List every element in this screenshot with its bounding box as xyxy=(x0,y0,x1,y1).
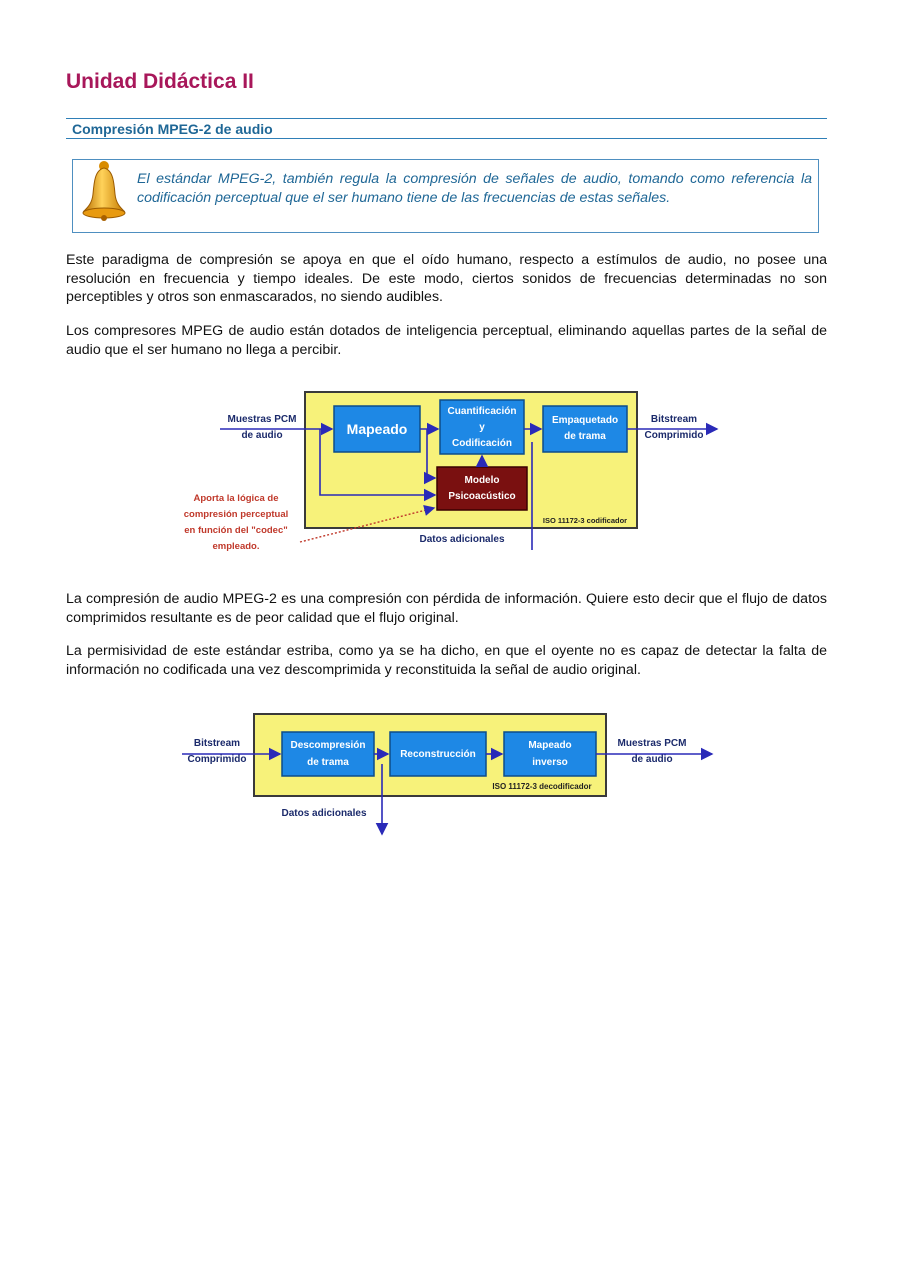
enc-input-2: de audio xyxy=(241,430,282,441)
desc-label-1: Descompresión xyxy=(290,740,365,751)
encoder-diagram: Mapeado Cuantificación y Codificación Em… xyxy=(172,382,722,560)
section-header: Compresión MPEG-2 de audio xyxy=(66,118,827,139)
enc-output-1: Bitstream xyxy=(651,414,697,425)
decoder-diagram: Descompresión de trama Reconstrucción Ma… xyxy=(172,702,722,842)
note-line-1: Aporta la lógica de xyxy=(194,493,279,504)
iso-label: ISO 11172-3 codificador xyxy=(543,516,627,525)
cuant-label-1: Cuantificación xyxy=(448,406,517,417)
mapinv-label-1: Mapeado xyxy=(528,740,571,751)
mapinv-label-2: inverso xyxy=(532,757,568,768)
dec-output-2: de audio xyxy=(631,754,672,765)
modelo-block xyxy=(436,466,528,511)
recon-label: Reconstrucción xyxy=(400,749,476,760)
page-title: Unidad Didáctica II xyxy=(66,70,254,93)
modelo-label-2: Psicoacústico xyxy=(448,491,515,502)
descompresion-block xyxy=(281,731,375,777)
note-box: El estándar MPEG-2, también regula la co… xyxy=(72,159,819,233)
paragraph: La compresión de audio MPEG-2 es una com… xyxy=(66,591,827,626)
note-line-3: en función del "codec" xyxy=(184,525,288,536)
note-line-2: compresión perceptual xyxy=(184,509,289,520)
cuant-label-2: y xyxy=(479,422,485,433)
dec-input-1: Bitstream xyxy=(194,738,240,749)
mapeado-inverso-block xyxy=(503,731,597,777)
mapeado-label: Mapeado xyxy=(347,421,408,437)
dec-datos-label: Datos adicionales xyxy=(281,808,366,819)
enc-input-1: Muestras PCM xyxy=(228,414,297,425)
dec-iso-label: ISO 11172-3 decodificador xyxy=(492,782,591,791)
note-line-4: empleado. xyxy=(213,541,260,552)
section-title: Compresión MPEG-2 de audio xyxy=(72,121,273,137)
cuant-label-3: Codificación xyxy=(452,438,512,449)
mapeado-block xyxy=(333,405,421,453)
modelo-label-1: Modelo xyxy=(465,475,500,486)
cuantificacion-block xyxy=(439,399,525,455)
emp-label-2: de trama xyxy=(564,431,606,442)
enc-output-2: Comprimido xyxy=(645,430,704,441)
desc-label-2: de trama xyxy=(307,757,349,768)
empaquetado-block xyxy=(542,405,628,453)
paragraph: La permisividad de este estándar estriba… xyxy=(66,643,827,678)
note-text: El estándar MPEG-2, también regula la co… xyxy=(137,171,812,206)
paragraph: Los compresores MPEG de audio están dota… xyxy=(66,323,827,358)
enc-datos-label: Datos adicionales xyxy=(419,534,504,545)
paragraph: Este paradigma de compresión se apoya en… xyxy=(66,252,827,305)
emp-label-1: Empaquetado xyxy=(552,415,618,426)
bell-icon xyxy=(82,161,126,221)
dec-input-2: Comprimido xyxy=(188,754,247,765)
dec-output-1: Muestras PCM xyxy=(618,738,687,749)
